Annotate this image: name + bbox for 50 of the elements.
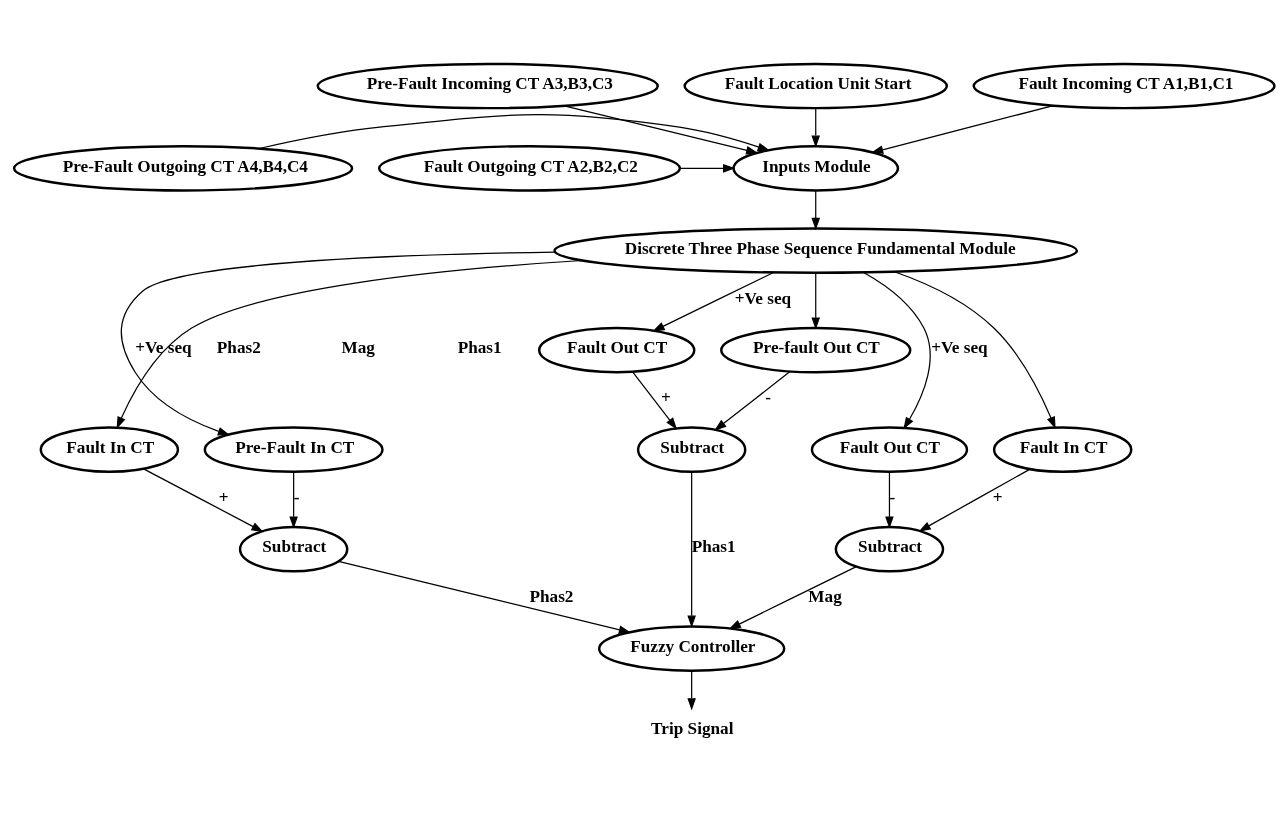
arrow — [811, 272, 821, 330]
node-ellipse: Discrete Three Phase Sequence Fundamental Module — [553, 227, 1079, 274]
edge-label: + — [218, 487, 229, 507]
node-ellipse: Pre-fault Out CT — [720, 326, 912, 374]
node-text: Trip Signal — [651, 719, 734, 739]
arrow — [632, 371, 678, 430]
node-ellipse: Subtract — [834, 525, 945, 573]
edge-label: Mag — [808, 587, 842, 607]
label: Mag — [341, 338, 375, 358]
arrow — [862, 271, 931, 430]
node-ellipse: Fault In CT — [992, 426, 1133, 473]
node-ellipse: Pre-Fault Incoming CT A3,B3,C3 — [316, 62, 659, 110]
edge-label: +Ve seq — [135, 338, 192, 358]
arrow — [258, 114, 770, 151]
edge-label: Phas1 — [691, 537, 736, 557]
node-ellipse: Pre-Fault Outgoing CT A4,B4,C4 — [12, 145, 354, 192]
edge-label: Phas2 — [529, 587, 574, 607]
node-ellipse: Fault In CT — [39, 426, 180, 473]
arrow — [289, 471, 298, 529]
label: Phas1 — [457, 338, 502, 358]
arrow — [679, 164, 736, 173]
arrow — [870, 104, 1054, 154]
node-ellipse: Fault Incoming CT A1,B1,C1 — [972, 62, 1276, 110]
node-ellipse: Subtract — [636, 426, 747, 473]
edge-label: +Ve seq — [734, 288, 792, 308]
arrow — [885, 471, 894, 529]
node-ellipse: Fault Out CT — [810, 426, 969, 473]
node-ellipse: Subtract — [238, 525, 349, 573]
label: Phas2 — [216, 338, 261, 358]
edge-label: - — [293, 487, 300, 507]
arrow — [811, 107, 821, 148]
arrow — [714, 370, 791, 431]
edge-label: - — [765, 388, 772, 408]
edge-label: + — [992, 487, 1003, 507]
node-ellipse: Fault Outgoing CT A2,B2,C2 — [377, 145, 682, 192]
arrow — [918, 468, 1031, 532]
arrow — [563, 105, 759, 155]
arrow — [687, 670, 696, 711]
node-ellipse: Fault Location Unit Start — [683, 62, 948, 110]
arrow — [142, 468, 264, 533]
edge-label: - — [889, 487, 896, 507]
arrow — [652, 272, 774, 332]
arrow — [893, 271, 1056, 430]
edge-label: + — [660, 388, 671, 408]
arrow — [811, 189, 821, 231]
edge-label: +Ve seq — [931, 338, 988, 358]
arrow — [687, 471, 696, 628]
arrow — [728, 566, 857, 630]
arrow — [337, 560, 632, 634]
node-ellipse: Fault Out CT — [538, 326, 696, 374]
